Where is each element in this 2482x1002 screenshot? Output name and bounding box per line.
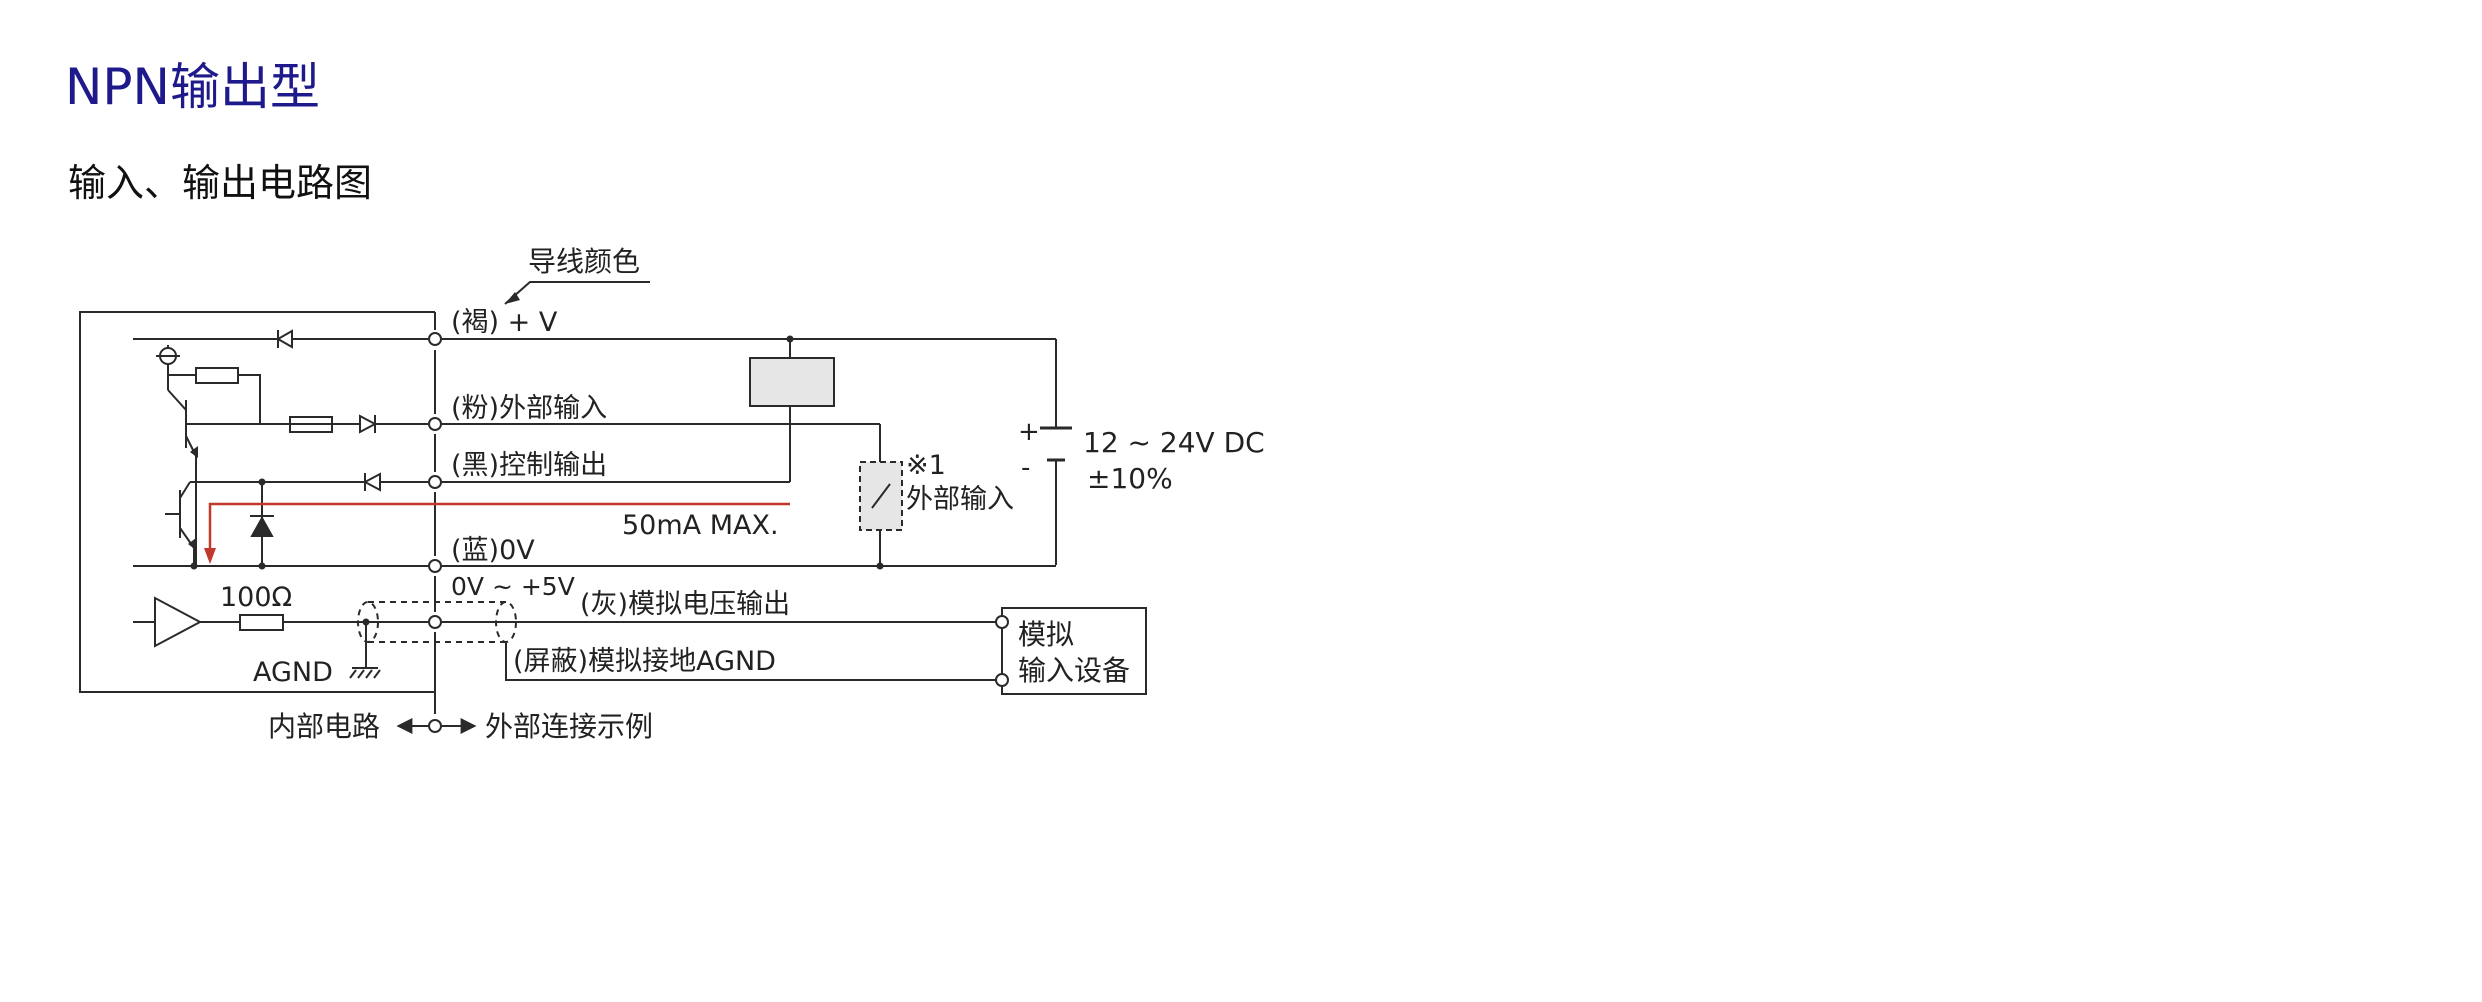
label-supply-minus: - bbox=[1021, 453, 1030, 483]
ground-symbol bbox=[349, 669, 357, 679]
terminal-brown bbox=[428, 332, 442, 346]
label-black: (黑)控制输出 bbox=[451, 450, 607, 481]
diode-pink bbox=[359, 414, 378, 434]
input-resistor-1 bbox=[195, 367, 239, 384]
label-supply-plus: + bbox=[1018, 417, 1040, 447]
label-internal-circuit: 内部电路 bbox=[268, 710, 380, 743]
label-external-example: 外部连接示例 bbox=[485, 710, 653, 743]
transistor-emitter-arrow bbox=[188, 538, 196, 550]
device-terminal-1 bbox=[995, 615, 1009, 629]
internal-wire bbox=[238, 374, 261, 424]
label-external-input: 外部输入 bbox=[906, 484, 1014, 515]
junctions bbox=[190, 335, 884, 626]
internal-circuit-frame bbox=[79, 311, 435, 693]
input-transistor-collector bbox=[167, 389, 187, 411]
amplifier-symbol bbox=[154, 596, 203, 648]
label-analog-range: 0V ~ +5V bbox=[451, 572, 575, 601]
resistor-100ohm bbox=[239, 614, 284, 631]
label-gray: (灰)模拟电压输出 bbox=[580, 589, 790, 620]
label-current: 50mA MAX. bbox=[622, 510, 779, 541]
output-transistor-collector bbox=[179, 481, 191, 499]
label-supply-tolerance: ±10% bbox=[1087, 462, 1173, 495]
shielded-cable bbox=[357, 601, 517, 643]
section-title: 输入、输出电路图 bbox=[68, 161, 373, 205]
label-agnd: AGND bbox=[253, 657, 333, 688]
transistor-emitter-arrow bbox=[190, 446, 198, 458]
ground-symbol bbox=[373, 669, 381, 679]
current-path-arrowhead bbox=[204, 548, 216, 564]
ground-symbol bbox=[365, 669, 373, 679]
load-box bbox=[749, 357, 835, 407]
zener-diode bbox=[250, 515, 274, 537]
wire-color-pointer bbox=[504, 281, 650, 305]
label-resistor: 100Ω bbox=[220, 582, 292, 613]
wire-color-pointer-head bbox=[505, 292, 520, 304]
ground-symbol bbox=[357, 669, 365, 679]
terminal-pink bbox=[428, 417, 442, 431]
terminal-legend bbox=[428, 719, 442, 733]
terminal-blue bbox=[428, 559, 442, 573]
device-terminal-2 bbox=[995, 673, 1009, 687]
label-brown: (褐) + V bbox=[451, 307, 558, 338]
label-device-line2: 输入设备 bbox=[1018, 654, 1130, 687]
page-title: NPN输出型 bbox=[65, 58, 320, 116]
diode-black bbox=[362, 472, 381, 492]
label-pink: (粉)外部输入 bbox=[451, 393, 607, 424]
terminal-black bbox=[428, 475, 442, 489]
current-path bbox=[208, 502, 790, 560]
label-shield: (屏蔽)模拟接地AGND bbox=[513, 646, 776, 677]
label-note-mark: ※1 bbox=[906, 450, 946, 481]
terminal-gray bbox=[428, 615, 442, 629]
label-blue: (蓝)0V bbox=[451, 535, 535, 566]
switch-blade bbox=[871, 483, 891, 509]
label-device-line1: 模拟 bbox=[1018, 618, 1074, 651]
wire-shield bbox=[505, 642, 999, 681]
analog-input-device bbox=[1001, 607, 1147, 695]
label-supply-voltage: 12 ~ 24V DC bbox=[1083, 426, 1265, 459]
diode-brown bbox=[275, 329, 293, 349]
wire-color-label: 导线颜色 bbox=[528, 245, 640, 278]
